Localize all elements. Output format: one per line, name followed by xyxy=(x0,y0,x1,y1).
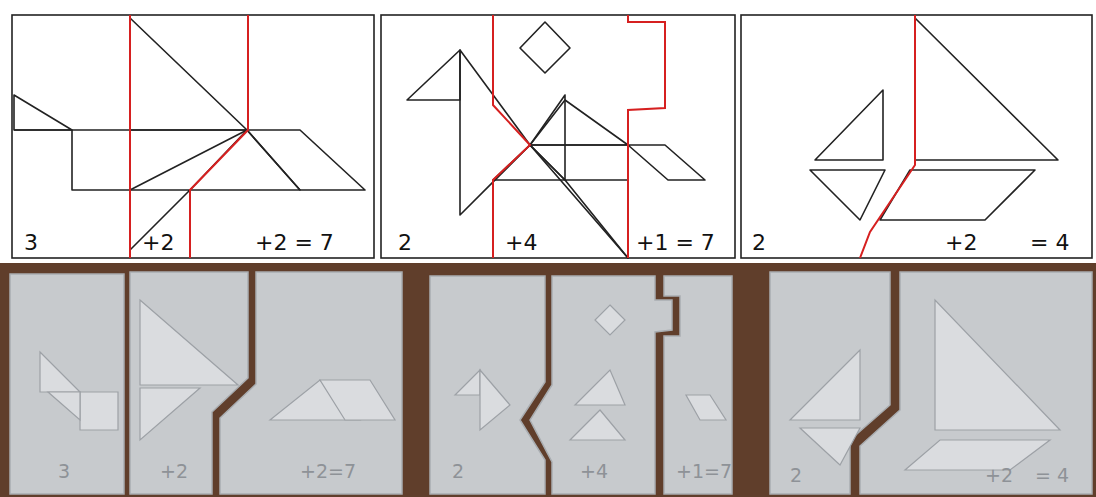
printed-pieces xyxy=(10,272,1092,494)
embossed-number: = 4 xyxy=(1035,466,1069,485)
wood-grain xyxy=(0,263,1096,497)
embossed-number: +1=7 xyxy=(676,462,732,481)
equation-number: +1 = 7 xyxy=(636,232,715,254)
equation-number: +4 xyxy=(505,232,537,254)
equation-number: = 4 xyxy=(1030,232,1069,254)
embossed-number: 2 xyxy=(452,462,464,481)
cut-line xyxy=(493,15,665,258)
embossed-number: 3 xyxy=(58,462,70,481)
embossed-number: 2 xyxy=(790,466,802,485)
equation-number: 3 xyxy=(24,232,38,254)
wood-background xyxy=(0,263,1096,497)
tangram-figure xyxy=(407,22,705,258)
tangram-figure xyxy=(810,18,1058,220)
embossed-number: +2 xyxy=(160,462,188,481)
equation-number: 2 xyxy=(752,232,766,254)
equation-number: +2 xyxy=(945,232,977,254)
equation-number: 2 xyxy=(398,232,412,254)
cut-line xyxy=(130,15,248,258)
equation-number: +2 = 7 xyxy=(255,232,334,254)
embossed-number: +2 xyxy=(985,466,1013,485)
cut-line xyxy=(860,15,915,258)
embossed-shapes xyxy=(40,300,1060,470)
panel-frames xyxy=(12,15,1092,258)
equation-number: +2 xyxy=(142,232,174,254)
embossed-number: +4 xyxy=(580,462,608,481)
embossed-number: +2=7 xyxy=(300,462,356,481)
